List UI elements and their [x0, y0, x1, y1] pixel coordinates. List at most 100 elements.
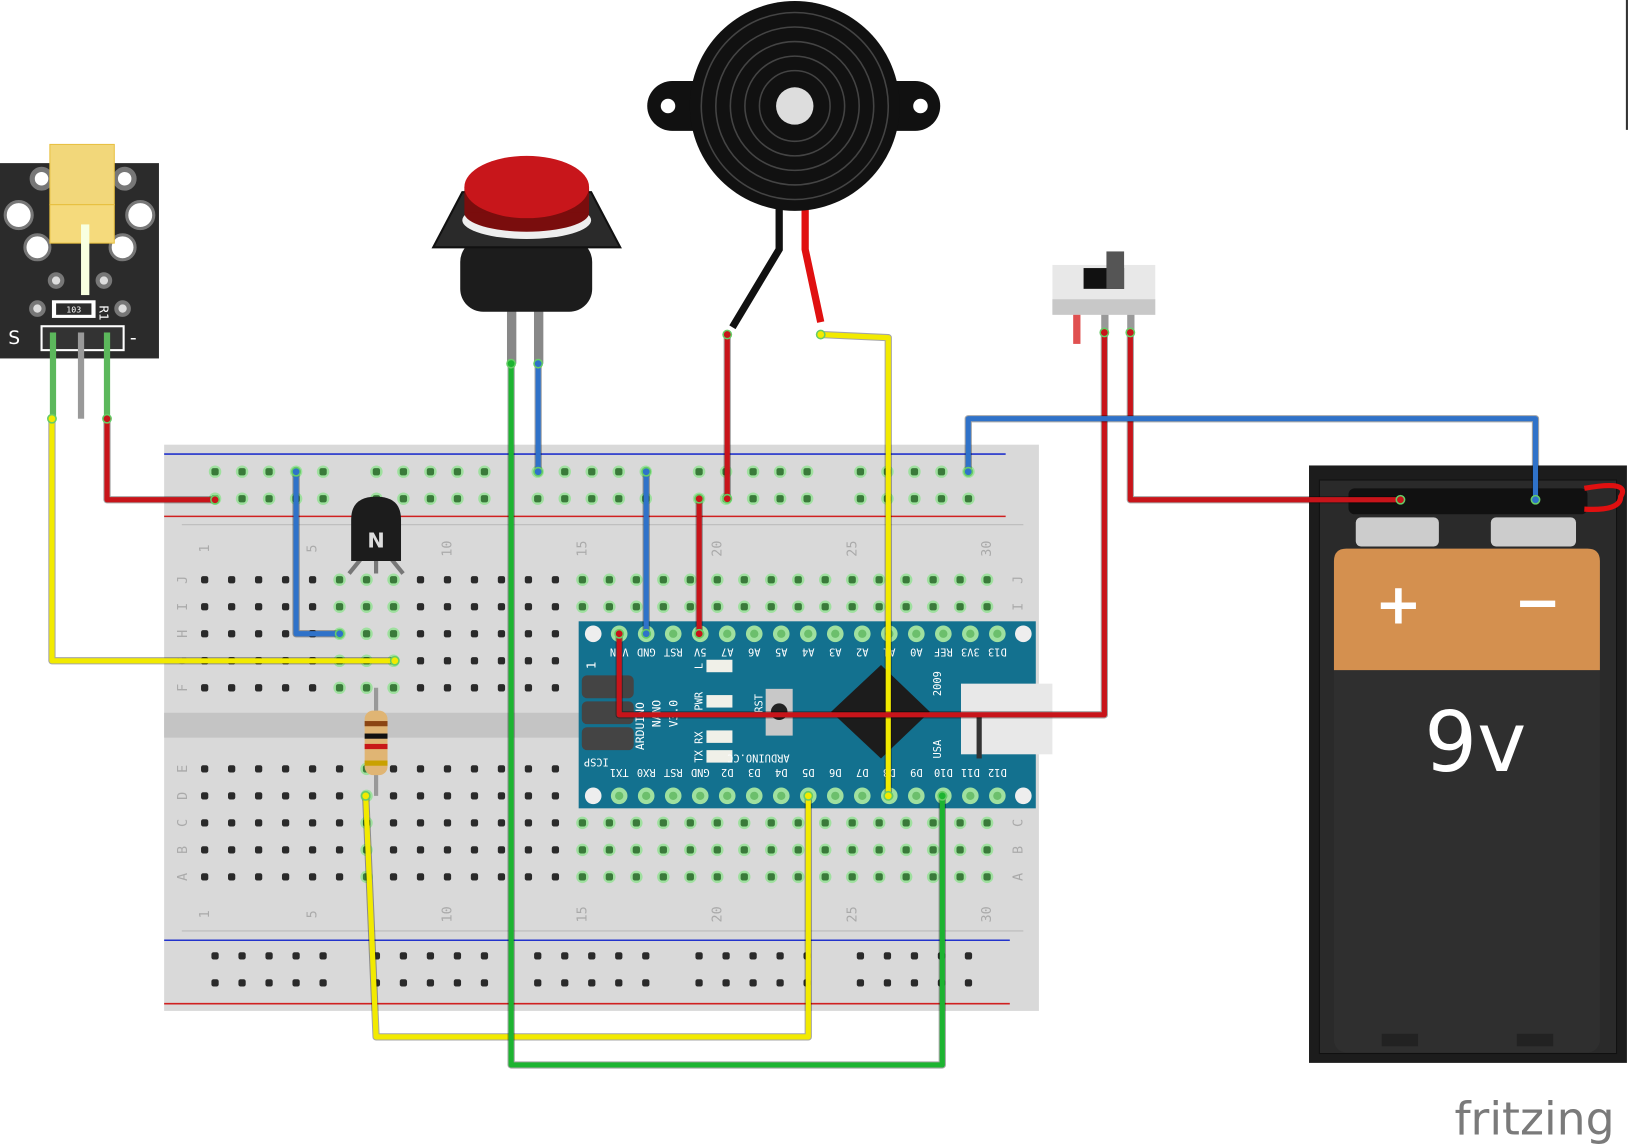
laser-beam-lead — [81, 224, 90, 296]
wire-endpoint[interactable] — [1099, 327, 1110, 338]
breadboard-hole-socket — [362, 630, 371, 638]
breadboard-hole-socket — [588, 979, 596, 987]
wire-endpoint[interactable] — [47, 413, 57, 424]
resistor-d5-wire[interactable] — [363, 795, 811, 1040]
breadboard-hole-socket — [497, 657, 506, 665]
wire-endpoint[interactable] — [722, 493, 733, 504]
breadboard-hole-socket — [695, 952, 703, 960]
laser-ground-wire[interactable] — [104, 418, 216, 503]
wire-endpoint[interactable] — [506, 358, 517, 369]
wire-endpoint[interactable] — [291, 466, 302, 477]
breadboard-hole-socket — [416, 684, 425, 692]
breadboard-hole-socket — [319, 979, 327, 987]
breadboard-hole-socket — [551, 873, 560, 881]
buzzer-signal-wire[interactable] — [820, 331, 891, 796]
row-letter-label: B — [175, 846, 191, 854]
wire-endpoint[interactable] — [210, 494, 220, 505]
switch-battery-wire[interactable] — [1127, 332, 1401, 503]
resistor-value-label: 103 — [66, 305, 81, 315]
breadboard-hole-socket — [254, 684, 263, 692]
led-label-tx: TX — [693, 749, 705, 762]
wire-endpoint[interactable] — [694, 628, 705, 639]
breadboard-hole-socket — [964, 979, 973, 987]
breadboard-hole-socket — [335, 576, 344, 584]
arduino-pin-hole — [777, 629, 786, 638]
wire-endpoint[interactable] — [641, 628, 652, 639]
wire-endpoint[interactable] — [963, 466, 974, 477]
breadboard-hole-socket — [201, 819, 209, 827]
breadboard-hole-socket — [524, 630, 533, 638]
piezo-buzzer — [647, 1, 941, 330]
switch-knob[interactable] — [1106, 251, 1125, 289]
row-letter-label: F — [175, 684, 191, 692]
website-label: ARDUINO.CC — [727, 751, 789, 763]
wire-endpoint[interactable] — [360, 790, 371, 801]
wire-endpoint[interactable] — [1530, 494, 1541, 505]
wire-endpoint[interactable] — [722, 329, 733, 340]
breadboard-hole-socket — [632, 873, 640, 881]
wire-endpoint[interactable] — [389, 655, 400, 666]
wire-endpoint[interactable] — [533, 358, 544, 369]
column-number-label: 30 — [979, 540, 995, 556]
breadboard-hole-socket — [561, 952, 569, 960]
breadboard-hole-socket — [319, 952, 327, 960]
wire-endpoint[interactable] — [614, 628, 625, 639]
breadboard-hole-socket — [443, 603, 452, 611]
arduino-pin-label: 3V3 — [961, 645, 980, 657]
breadboard-hole-socket — [983, 603, 991, 611]
breadboard-hole-socket — [695, 979, 703, 987]
breadboard-hole-socket — [642, 952, 650, 960]
battery-ground-wire[interactable] — [965, 416, 1539, 500]
push-button[interactable] — [431, 155, 622, 364]
wire-endpoint[interactable] — [694, 493, 705, 504]
wire-endpoint[interactable] — [641, 466, 652, 477]
column-number-label: 1 — [197, 910, 213, 918]
button-d10-wire[interactable] — [508, 363, 945, 1068]
arduino-pin-label: D12 — [988, 766, 1007, 778]
breadboard-hole-socket — [956, 576, 964, 584]
breadboard-hole-socket — [228, 576, 236, 584]
wire-endpoint[interactable] — [815, 329, 826, 340]
breadboard-hole-socket — [308, 846, 317, 854]
wire-endpoint[interactable] — [102, 413, 112, 424]
button-cap[interactable] — [464, 155, 590, 219]
arduino-pin-hole — [966, 791, 975, 801]
breadboard-hole-socket — [308, 792, 317, 800]
breadboard-hole-socket — [740, 846, 748, 854]
laser-signal-wire[interactable] — [49, 418, 395, 664]
wire-endpoint[interactable] — [1395, 494, 1406, 505]
vin-switch-wire[interactable] — [616, 332, 1107, 718]
wire-endpoint[interactable] — [1125, 327, 1136, 338]
board-name-line1: ARDUINO — [633, 702, 647, 750]
wire-endpoint[interactable] — [533, 466, 544, 477]
buzzer-center — [776, 87, 814, 125]
arduino-pin-label: RST — [663, 766, 682, 778]
column-number-label: 15 — [575, 906, 591, 922]
row-letter-label: J — [175, 576, 191, 584]
breadboard-hole-socket — [659, 873, 667, 881]
breadboard-hole-socket — [767, 819, 775, 827]
breadboard-hole-socket — [615, 952, 623, 960]
breadboard-hole-socket — [848, 576, 856, 584]
breadboard-hole-socket — [389, 576, 398, 584]
breadboard-hole-socket — [910, 979, 919, 987]
arduino-pin-hole — [750, 629, 759, 638]
wire-endpoint[interactable] — [937, 790, 948, 801]
breadboard-hole-socket — [534, 979, 542, 987]
breadboard-hole-socket — [524, 684, 533, 692]
arduino-pin-hole — [750, 791, 759, 801]
breadboard-hole-socket — [201, 846, 209, 854]
breadboard-hole-socket — [821, 576, 829, 584]
wire-endpoint[interactable] — [883, 790, 894, 801]
breadboard-hole-socket — [254, 576, 263, 584]
wire-endpoint[interactable] — [803, 790, 814, 801]
row-letter-label: B — [1010, 846, 1026, 854]
arduino-pin-label: REF — [934, 645, 953, 657]
transistor-rail-wire[interactable] — [293, 471, 340, 637]
transistor-body — [351, 496, 402, 562]
breadboard-hole-socket — [470, 603, 479, 611]
breadboard-hole-socket — [875, 603, 883, 611]
column-number-label: 5 — [305, 545, 321, 553]
wire-endpoint[interactable] — [334, 628, 345, 639]
slide-switch[interactable] — [1052, 251, 1156, 344]
